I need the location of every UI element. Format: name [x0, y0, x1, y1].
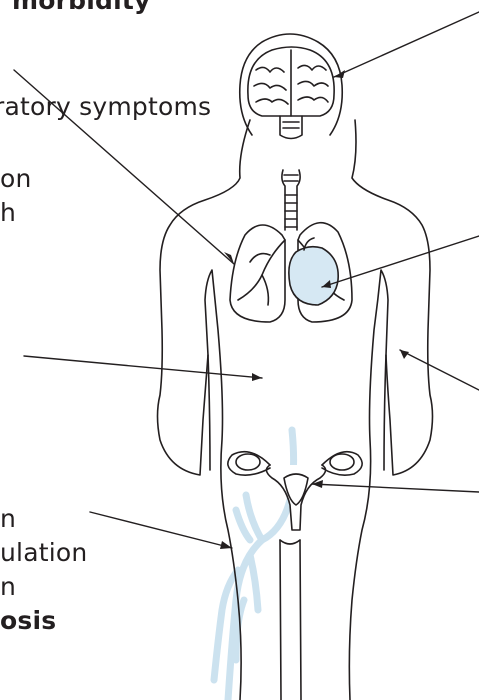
- brain: [248, 47, 334, 139]
- label-h: h: [0, 198, 16, 228]
- label-osis: osis: [0, 606, 56, 636]
- label-on: on: [0, 164, 32, 194]
- label-respiratory-symptoms: ratory symptoms: [0, 92, 211, 122]
- label-n-2: n: [0, 572, 16, 602]
- label-ulation: ulation: [0, 538, 87, 568]
- trachea: [282, 170, 300, 230]
- heart: [289, 247, 338, 305]
- label-n: n: [0, 504, 16, 534]
- label-morbidity: morbidity: [12, 0, 151, 16]
